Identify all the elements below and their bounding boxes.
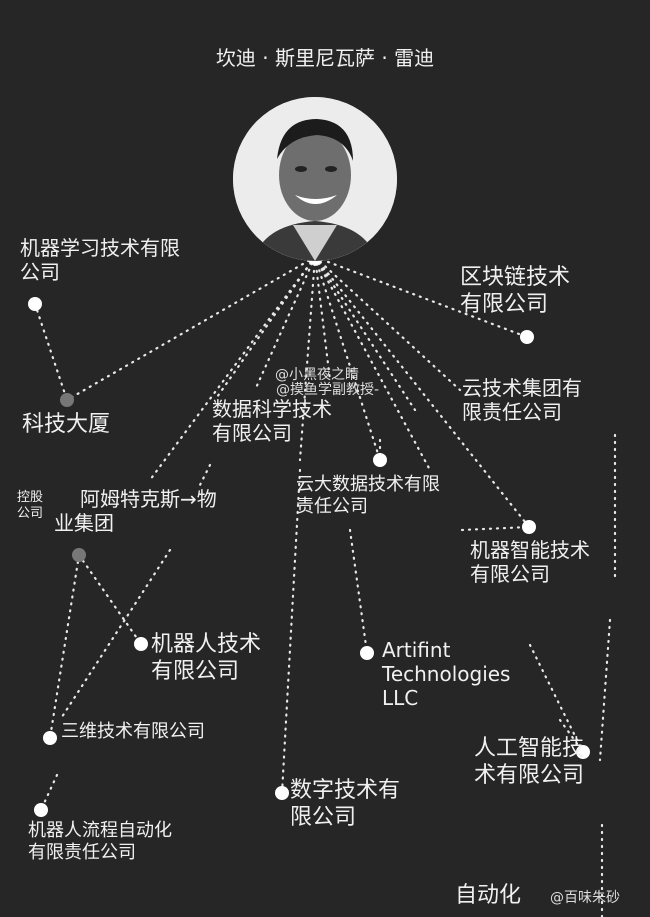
connector-line bbox=[65, 255, 317, 402]
node-dot bbox=[72, 548, 86, 562]
watermark-weibo-1: @小黑夜之睛 bbox=[275, 367, 359, 383]
connector-line bbox=[213, 255, 317, 402]
connector-line bbox=[313, 255, 531, 529]
node-rpa: 机器人流程自动化有限责任公司 bbox=[28, 820, 172, 863]
connector-line bbox=[528, 643, 585, 754]
node-ai-company: 人工智能技术有限公司 bbox=[474, 736, 585, 788]
connector-line bbox=[313, 255, 462, 392]
person-name: 坎迪 · 斯里尼瓦萨 · 雷迪 bbox=[215, 46, 435, 70]
connector-line bbox=[313, 255, 529, 339]
connector-line bbox=[148, 255, 317, 482]
node-blockchain: 区块链技术有限公司 bbox=[460, 265, 571, 317]
connector-line bbox=[460, 525, 531, 532]
connector-line bbox=[313, 255, 332, 382]
connector-line bbox=[77, 553, 143, 646]
connector-line bbox=[313, 255, 382, 462]
node-dot bbox=[576, 745, 590, 759]
connector-line bbox=[313, 255, 432, 472]
connector-line bbox=[313, 255, 417, 412]
node-ml-company: 机器学习技术有限公司 bbox=[20, 236, 180, 285]
connector-line bbox=[48, 553, 81, 740]
node-dot bbox=[134, 637, 148, 651]
node-cloud-bigdata: 云大数据技术有限责任公司 bbox=[296, 474, 440, 517]
connector-line bbox=[58, 548, 172, 722]
connector-line bbox=[280, 468, 302, 795]
node-dot bbox=[520, 330, 534, 344]
connector-line bbox=[558, 718, 585, 754]
connector-line bbox=[348, 528, 369, 655]
node-dot bbox=[34, 803, 48, 817]
connector-line bbox=[298, 255, 317, 462]
node-three-d: 三维技术有限公司 bbox=[61, 721, 205, 742]
node-dot bbox=[28, 297, 42, 311]
node-dot bbox=[360, 646, 374, 660]
node-amsterdam: 阿姆特克斯→物业集团 bbox=[54, 487, 217, 536]
node-automation: 自动化 bbox=[455, 883, 522, 908]
node-machine-intel: 机器智能技术有限公司 bbox=[470, 538, 590, 587]
node-dot bbox=[43, 731, 57, 745]
connector-line bbox=[598, 618, 612, 762]
person-photo bbox=[233, 97, 397, 261]
connector-line bbox=[198, 463, 212, 487]
watermark-bottom: @百味朱砂 bbox=[550, 890, 620, 906]
node-data-science: 数据科学技术有限公司 bbox=[212, 397, 332, 446]
node-dot bbox=[373, 453, 387, 467]
node-cloud-group: 云技术集团有限责任公司 bbox=[462, 376, 582, 425]
node-robotics: 机器人技术有限公司 bbox=[151, 632, 262, 684]
node-dot bbox=[60, 393, 74, 407]
node-digital-tech: 数字技术有限公司 bbox=[290, 778, 401, 830]
watermark-weibo-2: @摸鱼学副教授- bbox=[276, 382, 380, 398]
node-tech-tower: 科技大厦 bbox=[22, 412, 111, 437]
connector-line bbox=[33, 302, 69, 402]
node-dot bbox=[522, 520, 536, 534]
holding-company-label: 控股公司 bbox=[17, 490, 44, 521]
connector-line bbox=[39, 773, 59, 812]
node-dot bbox=[275, 786, 289, 800]
